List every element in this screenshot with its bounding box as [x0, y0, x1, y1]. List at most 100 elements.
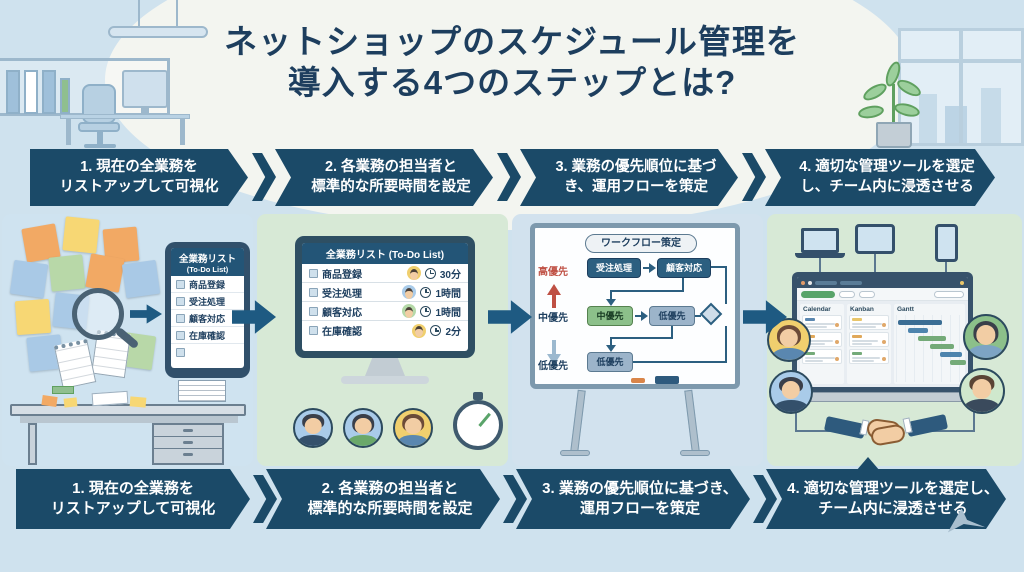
- window-icon: [898, 28, 1024, 146]
- magnifying-glass-icon: [72, 288, 124, 340]
- sticky-note: [62, 216, 100, 254]
- monitor-stand: [365, 358, 405, 376]
- arrow-right-icon: [130, 304, 162, 324]
- checkbox-icon: [309, 287, 318, 297]
- tablet-title: 全業務リスト: [178, 254, 236, 265]
- task-item: 在庫確認: [171, 327, 244, 344]
- building-silhouette: [945, 106, 967, 143]
- connector-line: [795, 398, 797, 432]
- gantt-bar: [940, 352, 962, 357]
- desk-drawers: [152, 423, 224, 465]
- step-label: 1. 現在の全業務を: [80, 158, 198, 175]
- whiteboard-foot: [560, 450, 590, 456]
- step-label: リストアップして可視化: [59, 178, 219, 195]
- avatar: [402, 304, 417, 318]
- connector-line: [610, 337, 612, 346]
- down-arrow-icon: [547, 354, 561, 365]
- tool-columns: Calendar Kanban Gantt: [797, 301, 968, 387]
- sticky-note: [9, 259, 49, 299]
- desk-leg: [66, 119, 71, 145]
- step-label: 運用フローを策定: [579, 500, 700, 517]
- connector-line: [945, 262, 947, 272]
- task-item: 顧客対応: [171, 310, 244, 327]
- sticky-note: [85, 253, 125, 293]
- sticky-note: [41, 395, 58, 407]
- connector-line: [795, 430, 843, 432]
- task-card: [849, 315, 889, 330]
- sticky-note: [63, 397, 78, 408]
- drawer: [154, 437, 222, 449]
- notepad-icon: [53, 338, 97, 390]
- task-row: 在庫確認 2分: [302, 321, 468, 340]
- task-label: 商品登録: [189, 279, 226, 290]
- stopwatch-icon: [453, 400, 503, 450]
- task-card: [849, 349, 889, 364]
- checkbox-icon: [309, 268, 318, 278]
- duration-label: 1時間: [435, 307, 461, 319]
- panel-tool: Calendar Kanban Gantt: [767, 214, 1022, 466]
- gantt-bar: [950, 360, 966, 365]
- avatar: [293, 408, 333, 448]
- task-item-empty: [171, 344, 244, 361]
- connector-line: [711, 266, 727, 268]
- gantt-bar: [930, 344, 954, 349]
- step-label: リストアップして可視化: [50, 500, 216, 517]
- whiteboard-leg: [570, 389, 586, 453]
- tool-column-label: Gantt: [897, 306, 914, 313]
- window-dot: [808, 280, 812, 285]
- book-icon: [60, 78, 70, 114]
- priority-label-low: 低優先: [538, 361, 568, 372]
- task-item: 商品登録: [171, 276, 244, 293]
- checkbox-icon: [176, 348, 185, 357]
- building-silhouette: [919, 94, 937, 143]
- task-card: [802, 349, 842, 364]
- connector-line: [682, 278, 684, 291]
- gantt-chart: [896, 315, 966, 382]
- plant-pot-icon: [876, 122, 912, 148]
- task-label: 在庫確認: [322, 327, 362, 338]
- step-banner-bottom-1: 1. 現在の全業務を リストアップして可視化: [16, 469, 250, 529]
- step-label: 2. 各業務の担当者と: [321, 479, 459, 497]
- tablet-illustration: 全業務リスト (To-Do List) 商品登録 受注処理 顧客対応 在庫確認: [165, 242, 250, 378]
- whiteboard-leg: [684, 389, 700, 453]
- connector-line: [725, 266, 727, 304]
- window-dot: [960, 280, 964, 285]
- tool-column-label: Calendar: [803, 306, 831, 313]
- drawer: [154, 449, 222, 461]
- arrow-right-icon: [641, 311, 648, 321]
- duration-label: 2分: [445, 327, 461, 338]
- connector-line: [643, 267, 651, 269]
- tool-column-gantt: Gantt: [894, 304, 966, 384]
- laptop-icon: [801, 228, 839, 253]
- drawer: [154, 425, 222, 437]
- toolbar-button: [859, 290, 875, 298]
- sticky-note: [121, 259, 161, 299]
- up-arrow-icon: [547, 284, 561, 295]
- connector-line: [874, 254, 876, 272]
- tool-column-calendar: Calendar: [800, 304, 844, 384]
- monitor-base: [341, 376, 429, 384]
- monitor-stand: [141, 108, 149, 116]
- step-banner-bottom-4: 4. 適切な管理ツールを選定し、 チーム内に浸透させる: [766, 469, 1006, 529]
- down-arrow-icon: [552, 340, 556, 354]
- duration-label: 1時間: [435, 288, 461, 300]
- task-label: 顧客対応: [322, 307, 362, 319]
- laptop-illustration: Calendar Kanban Gantt: [792, 272, 973, 392]
- task-row: 顧客対応 1時間: [302, 302, 468, 321]
- connector-line: [633, 361, 727, 363]
- priority-label-high: 高優先: [538, 267, 568, 278]
- step-label: 4. 適切な管理ツールを選定: [799, 158, 975, 175]
- connector-line: [610, 290, 684, 292]
- task-row: 商品登録 30分: [302, 264, 468, 283]
- avatar: [963, 314, 1009, 360]
- step-banner-top-3: 3. 業務の優先順位に基づ き、運用フローを策定: [520, 149, 738, 206]
- checkbox-icon: [176, 296, 185, 306]
- checkbox-icon: [176, 313, 185, 323]
- binder-icon: [42, 70, 56, 114]
- tool-column-kanban: Kanban: [847, 304, 891, 384]
- panel-time-setting: 全業務リスト (To-Do List) 商品登録 30分 受注処理 1時間: [257, 214, 508, 466]
- avatar: [402, 285, 417, 299]
- titlebar-pill: [815, 280, 837, 285]
- ceiling-lamp-icon: [108, 26, 208, 38]
- eraser-icon: [655, 376, 679, 384]
